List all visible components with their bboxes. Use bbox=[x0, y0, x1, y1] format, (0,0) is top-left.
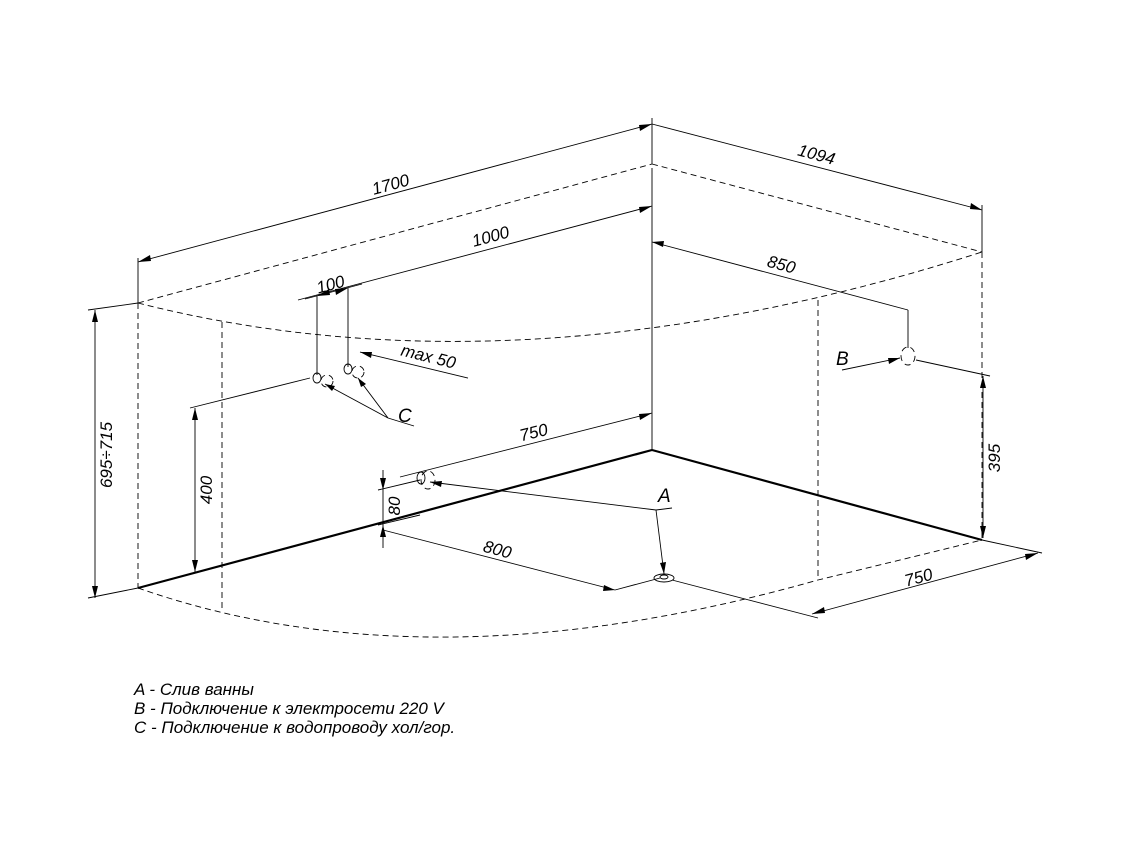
wall-corner bbox=[137, 168, 983, 590]
pipe-connections: C bbox=[312, 363, 415, 427]
dim-100-label: 100 bbox=[314, 272, 347, 298]
legend-item-a: A - Слив ванны bbox=[134, 680, 254, 699]
bathtub-outline bbox=[137, 163, 983, 638]
dimension-750-front: 750 bbox=[671, 539, 1043, 619]
dimension-400: 400 bbox=[189, 377, 311, 572]
dimension-395: 395 bbox=[915, 359, 1004, 538]
legend: A - Слив ванны B - Подключение к электро… bbox=[134, 680, 455, 737]
legend-item-c: C - Подключение к водопроводу хол/гор. bbox=[134, 718, 456, 737]
dim-1094-label: 1094 bbox=[796, 141, 837, 169]
dim-1000-label: 1000 bbox=[470, 222, 512, 250]
dimension-80: 80 bbox=[377, 470, 421, 548]
dimension-100: 100 bbox=[304, 272, 363, 375]
dimension-1094: 1094 bbox=[651, 123, 983, 252]
dim-750-drain-label: 750 bbox=[518, 420, 551, 445]
dim-400-label: 400 bbox=[197, 475, 216, 504]
tub-bottom-front-curve bbox=[137, 539, 983, 638]
dimension-max50: max 50 bbox=[359, 341, 469, 379]
dim-80-label: 80 bbox=[385, 496, 404, 515]
dim-750-front-label: 750 bbox=[902, 565, 935, 591]
tub-top-side-edge bbox=[651, 163, 983, 253]
dim-max50-label: max 50 bbox=[399, 341, 458, 373]
drain-a: A bbox=[429, 481, 675, 583]
label-b: B bbox=[836, 349, 849, 370]
dimension-850: 850 bbox=[651, 241, 909, 348]
electric-connection: B bbox=[836, 346, 916, 371]
dimension-1000: 1000 bbox=[297, 205, 653, 301]
dim-800-label: 800 bbox=[481, 537, 514, 563]
dimension-1700: 1700 bbox=[137, 118, 653, 303]
tub-top-front-curve bbox=[137, 251, 983, 342]
drain-wall-connection bbox=[416, 470, 436, 490]
legend-item-b: B - Подключение к электросети 220 V bbox=[134, 699, 444, 718]
dimension-750-drain: 750 bbox=[399, 412, 653, 478]
label-c: C bbox=[398, 406, 412, 427]
label-a: A bbox=[657, 486, 671, 507]
tub-top-back-edge bbox=[137, 163, 653, 304]
dim-height-label: 695÷715 bbox=[97, 421, 116, 488]
dimension-800: 800 bbox=[382, 529, 661, 591]
dimension-height: 695÷715 bbox=[87, 302, 139, 599]
floor-wall-edge-left bbox=[137, 448, 653, 590]
floor-wall-edge-right bbox=[651, 448, 983, 542]
dim-395-label: 395 bbox=[985, 443, 1004, 472]
